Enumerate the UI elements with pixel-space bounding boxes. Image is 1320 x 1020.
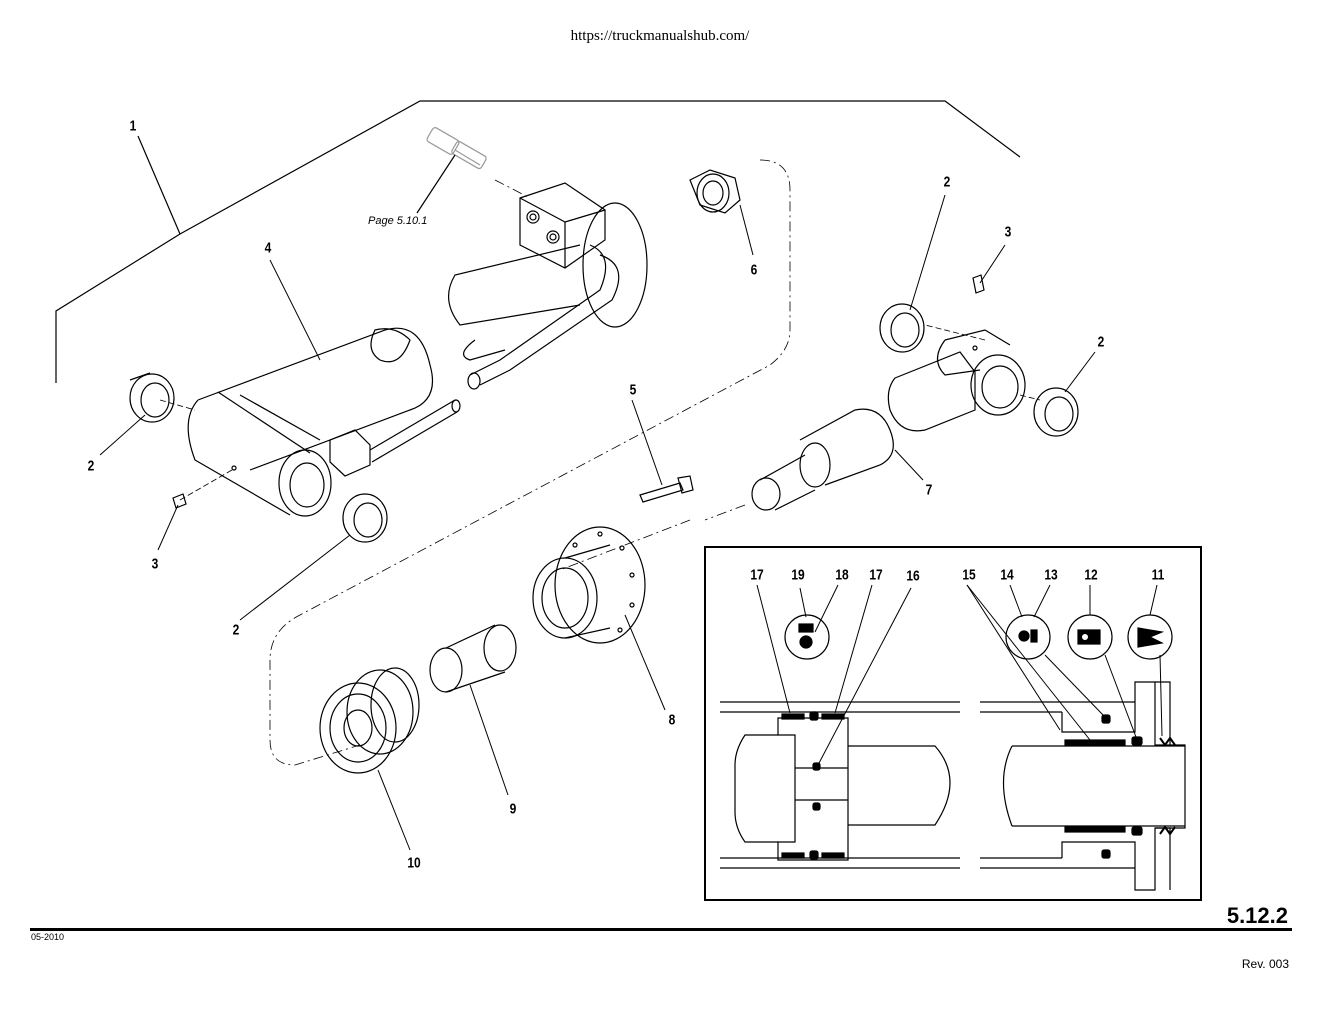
bushing-left-lower <box>342 493 388 543</box>
subassembly-dashed-outline <box>269 159 791 766</box>
callout-assembly: 1 <box>129 117 137 135</box>
callout-detail-14: 14 <box>1000 566 1014 584</box>
footer-date: 05-2010 <box>31 932 65 942</box>
piston-rod-end <box>751 408 894 511</box>
axis-dash-grease <box>179 469 233 501</box>
spacer-sleeve <box>429 624 517 693</box>
revision-label: Rev. 003 <box>1241 957 1289 971</box>
callout-detail-15: 15 <box>962 566 976 584</box>
callout-detail-16: 16 <box>906 567 920 585</box>
axis-dash-right <box>924 324 986 341</box>
callout-detail-12: 12 <box>1084 566 1098 584</box>
callout-bushing: 2 <box>232 621 240 639</box>
seal-detail-inset <box>704 546 1202 901</box>
callout-bolt: 5 <box>629 381 637 399</box>
callout-grease-nipple: 3 <box>151 555 159 573</box>
cylinder-head <box>532 526 646 644</box>
bushing-right-lower <box>1033 387 1079 437</box>
callout-nut: 6 <box>750 261 758 279</box>
axis-dash-upper <box>494 179 531 199</box>
bushing-left-upper <box>129 372 175 423</box>
callout-detail-19: 19 <box>791 566 805 584</box>
rod-eye <box>887 329 1026 432</box>
cylinder-rod <box>187 327 461 517</box>
axis-dash-piston <box>559 519 691 571</box>
bolt <box>639 475 694 503</box>
axis-dash-left <box>159 399 196 411</box>
callout-detail-18: 18 <box>835 566 849 584</box>
grease-nipple-left <box>172 493 187 509</box>
leader-page-ref <box>416 154 456 214</box>
callout-bushing: 2 <box>87 457 95 475</box>
assembly-bracket <box>55 100 1021 383</box>
callout-head: 8 <box>668 711 676 729</box>
callout-detail-13: 13 <box>1044 566 1058 584</box>
callout-detail-17a: 17 <box>750 566 764 584</box>
lock-nut <box>689 169 741 214</box>
section-number: 5.12.2 <box>1226 903 1288 928</box>
callout-rod: 4 <box>264 239 272 257</box>
callout-detail-17b: 17 <box>869 566 883 584</box>
callout-grease-nipple: 3 <box>1004 223 1012 241</box>
axis-dash-rod <box>704 504 746 521</box>
callout-bushing: 2 <box>943 173 951 191</box>
cylinder-barrel <box>448 182 648 390</box>
source-url: https://truckmanualshub.com/ <box>570 28 750 44</box>
leader-lines <box>99 194 1096 851</box>
grease-nipple-right <box>972 274 985 294</box>
callout-detail-11: 11 <box>1151 566 1165 584</box>
bushing-right-upper <box>879 303 925 353</box>
callout-piston: 10 <box>407 854 421 872</box>
footer-rule <box>30 928 1292 931</box>
hydraulic-fitting <box>426 127 487 170</box>
page-reference-label: Page 5.10.1 <box>368 215 428 227</box>
callout-bushing: 2 <box>1097 333 1105 351</box>
callout-spacer: 9 <box>509 800 517 818</box>
piston <box>319 667 420 774</box>
callout-rod-end: 7 <box>925 481 933 499</box>
